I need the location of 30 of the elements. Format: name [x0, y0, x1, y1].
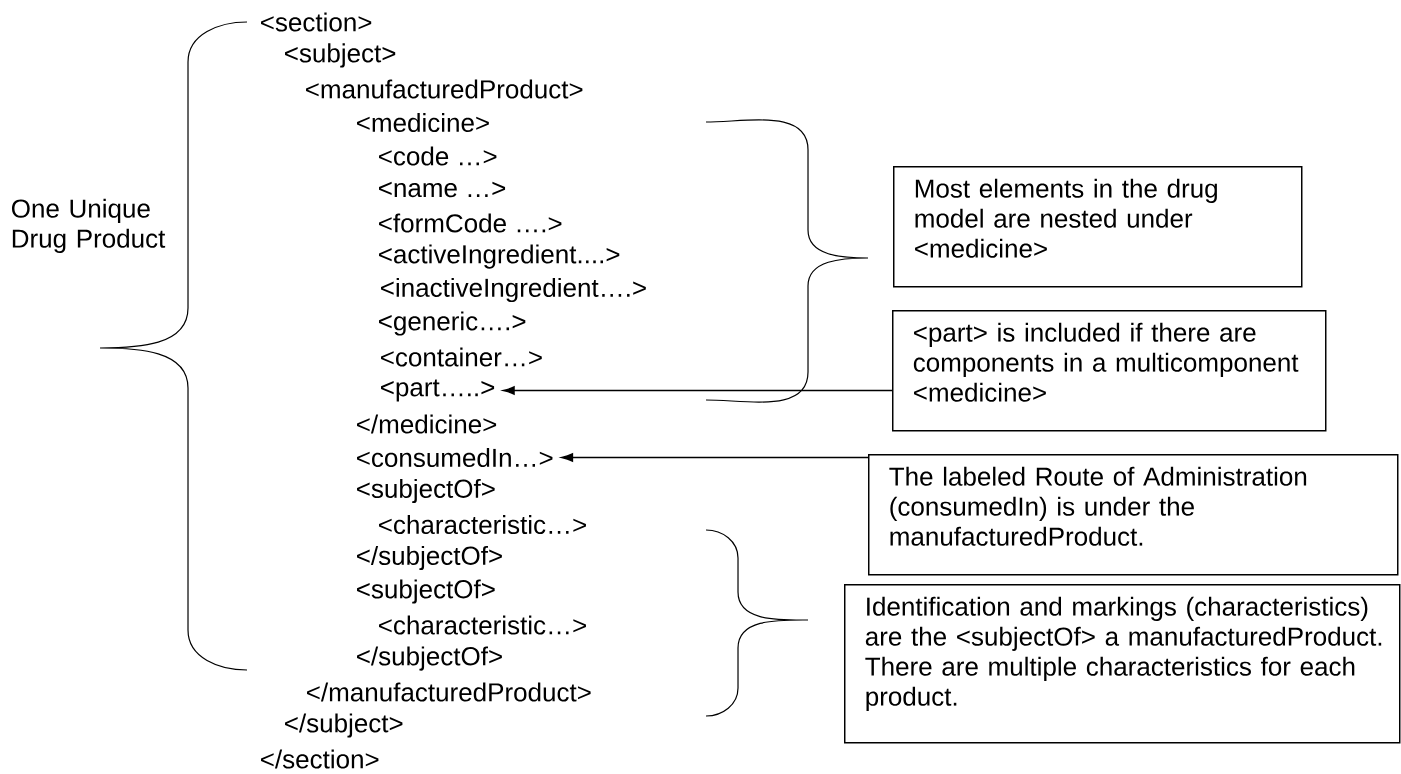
code-line: </manufacturedProduct> — [307, 682, 591, 702]
code-line: </subjectOf> — [357, 646, 502, 671]
note-box: Identification and markings (characteristics) are the <subjectOf> a manufacturedProduct. There are multiple characteristics for each product. — [844, 584, 1401, 744]
code-line: <manufacturedProduct> — [306, 79, 583, 99]
arrow — [561, 453, 869, 462]
code-line: </subjectOf> — [357, 545, 502, 571]
code-line: <subjectOf> — [357, 478, 495, 504]
arrow — [502, 386, 893, 395]
side-label: One Unique Drug Product — [11, 198, 166, 253]
code-line: <section> — [261, 12, 372, 32]
code-line: <subject> — [285, 43, 396, 68]
note-box: <part> is included if there are components in a multicomponent <medicine> — [892, 310, 1327, 432]
code-line: <part…..> — [381, 379, 495, 402]
note-box: The labeled Route of Administration (consumedIn) is under the manufacturedProduct. — [868, 454, 1399, 576]
code-line: <medicine> — [357, 112, 489, 133]
code-line: <code …> — [379, 146, 497, 166]
code-line: <generic….> — [379, 311, 526, 336]
code-line: </subject> — [285, 713, 403, 738]
code-line: <activeIngredient....> — [379, 244, 620, 269]
code-line: <characteristic…> — [379, 514, 586, 535]
code-line: <container…> — [381, 347, 542, 367]
code-line: <subjectOf> — [357, 579, 495, 604]
code-line: <formCode ….> — [379, 213, 562, 233]
code-line: <name …> — [379, 181, 506, 198]
code-line: <inactiveIngredient….> — [381, 277, 646, 303]
code-line: <consumedIn…> — [357, 447, 553, 468]
code-line: </section> — [261, 749, 379, 769]
code-line: </medicine> — [357, 414, 497, 434]
code-line: <characteristic…> — [379, 615, 586, 635]
note-box: Most elements in the drug model are nested under <medicine> — [893, 166, 1303, 288]
